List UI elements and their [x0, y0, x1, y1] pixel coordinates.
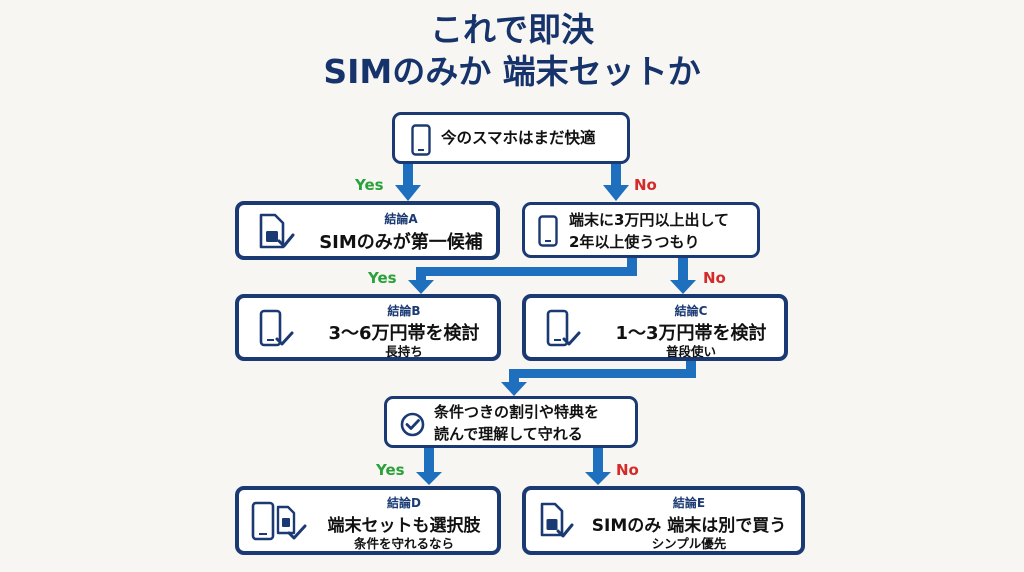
q2-yes-label: Yes — [368, 269, 397, 287]
sim-card-check-icon — [540, 502, 574, 538]
arrowhead-q3-no — [585, 472, 611, 485]
connector-q3-yes — [424, 448, 434, 473]
q3-no-label: No — [616, 461, 639, 479]
result-c-label: 結論C — [674, 304, 708, 318]
q1-yes-label: Yes — [355, 176, 384, 194]
result-b-box: 結論B 3〜6万円帯を検討 長持ち — [235, 294, 501, 361]
result-e-label: 結論E — [672, 496, 706, 510]
connector-c-down — [509, 369, 519, 383]
result-b-label: 結論B — [387, 304, 421, 318]
arrowhead-q3-yes — [416, 472, 442, 485]
question-line-2: 読んで理解して守れる — [434, 425, 583, 443]
result-a-main: SIMのみが第一候補 — [319, 232, 483, 253]
arrowhead-q1-yes — [395, 185, 421, 201]
title-line-1: これで即決 — [429, 10, 594, 49]
connector-c-run — [509, 369, 696, 378]
smartphone-icon — [538, 215, 558, 247]
result-c-sub: 普段使い — [665, 344, 716, 359]
result-c-main: 1〜3万円帯を検討 — [615, 323, 767, 344]
sim-card-check-icon — [259, 213, 295, 249]
question-budget: 端末に3万円以上出して 2年以上使うつもり — [522, 202, 760, 258]
connector-q1-no — [611, 164, 621, 186]
arrowhead-q1-no — [603, 185, 629, 201]
arrowhead-c — [501, 382, 527, 396]
connector-q2-yes-run — [416, 267, 637, 276]
q3-yes-label: Yes — [376, 461, 405, 479]
question-line-1: 端末に3万円以上出して — [569, 211, 729, 229]
arrowhead-q2-yes — [408, 280, 434, 294]
question-line-1: 条件つきの割引や特典を — [434, 403, 600, 421]
result-e-box: 結論E SIMのみ 端末は別で買う シンプル優先 — [522, 486, 805, 555]
connector-q2-yes-drop — [627, 258, 637, 275]
result-a-label: 結論A — [384, 212, 418, 226]
question-line-2: 2年以上使うつもり — [569, 233, 700, 251]
smartphone-icon — [411, 124, 431, 156]
check-circle-icon — [400, 412, 425, 437]
result-e-sub: シンプル優先 — [651, 536, 727, 551]
title-line-2: SIMのみか 端末セットか — [323, 52, 701, 91]
smartphone-check-icon — [259, 309, 294, 347]
result-d-label: 結論D — [387, 496, 421, 510]
question-current-phone: 今のスマホはまだ快適 — [392, 112, 630, 164]
connector-q2-yes-down — [416, 267, 426, 281]
result-d-box: 結論D 端末セットも選択肢 条件を守れるなら — [235, 486, 501, 555]
result-c-box: 結論C 1〜3万円帯を検討 普段使い — [522, 294, 788, 361]
phone-and-sim-check-icon — [251, 501, 307, 541]
smartphone-check-icon — [546, 309, 581, 347]
result-a-box: 結論A SIMのみが第一候補 — [235, 201, 500, 260]
q2-no-label: No — [703, 269, 726, 287]
question-discount-conditions: 条件つきの割引や特典を 読んで理解して守れる — [384, 396, 638, 448]
result-b-main: 3〜6万円帯を検討 — [328, 323, 480, 344]
connector-q2-no — [678, 258, 688, 281]
question-text: 今のスマホはまだ快適 — [441, 129, 596, 147]
q1-no-label: No — [634, 176, 657, 194]
result-d-main: 端末セットも選択肢 — [327, 516, 481, 536]
result-d-sub: 条件を守れるなら — [353, 536, 454, 551]
result-e-main: SIMのみ 端末は別で買う — [591, 516, 787, 536]
arrowhead-q2-no — [670, 280, 696, 294]
connector-q1-yes — [403, 164, 413, 186]
connector-q3-no — [593, 448, 603, 473]
result-b-sub: 長持ち — [385, 344, 423, 359]
